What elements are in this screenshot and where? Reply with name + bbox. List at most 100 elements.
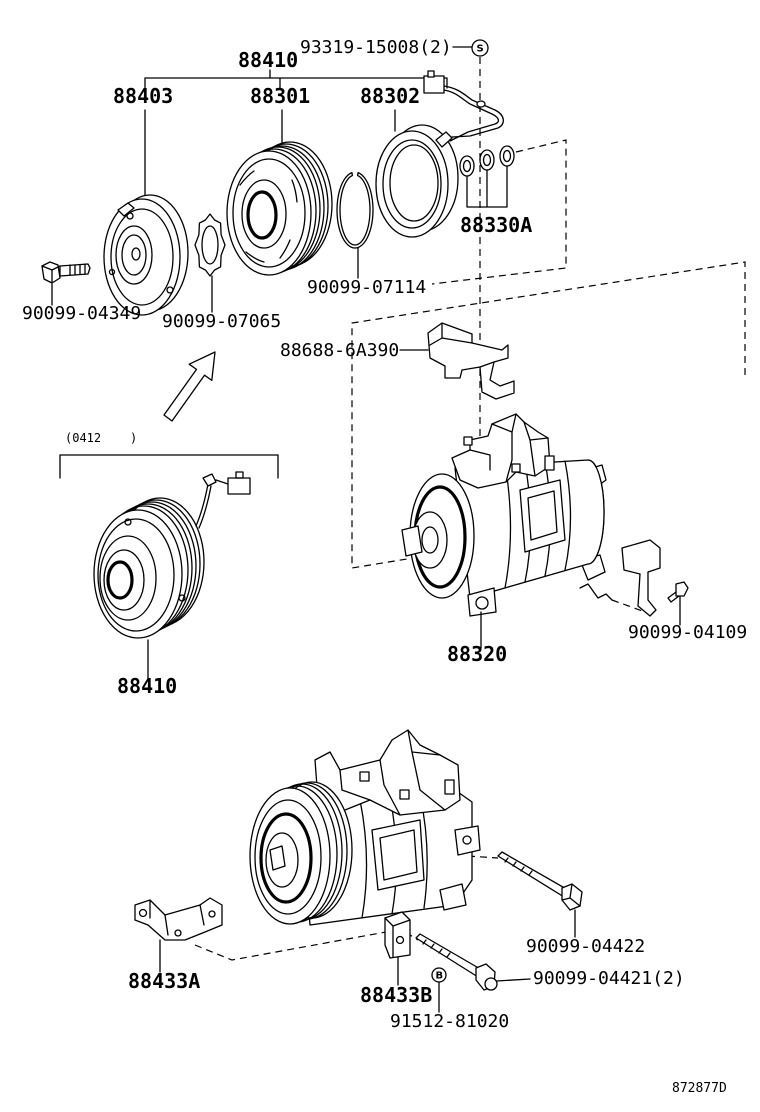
- pulley-assembly-88410: [93, 471, 251, 639]
- leader-lines-middle-part-3: [59, 454, 279, 479]
- alignment-dashed-lines-part-4: [611, 599, 646, 613]
- field-coil-part-3: [389, 144, 439, 222]
- washer-symbol-b: B: [431, 967, 447, 983]
- long-bolt-04422-part-1: [504, 857, 533, 876]
- figure-id: 872877D: [672, 1081, 727, 1096]
- pulley-assembly-88410-part-8: [103, 549, 145, 611]
- label-90099-04421: 90099-04421(2): [533, 968, 685, 989]
- compressor-88320-part-8: [469, 413, 549, 483]
- alignment-dashed-lines-part-3: [194, 931, 387, 961]
- compressor-installed-part-11: [439, 883, 467, 911]
- sensor-screw: [667, 581, 689, 603]
- clutch-hub-plate-part-5: [131, 247, 141, 261]
- bracket-88433B: [384, 911, 411, 959]
- coil-wire-connector: [423, 70, 504, 142]
- bracket-88433A-part-3: [174, 929, 182, 937]
- snap-ring: [336, 171, 374, 249]
- compressor-88320-part-11: [544, 455, 555, 471]
- connector-bracket-part-0: [427, 322, 515, 400]
- screw-symbol-s: S: [471, 39, 489, 57]
- label-90099-04349: 90099-04349: [22, 303, 141, 324]
- compressor-88320-part-16: [421, 526, 439, 554]
- label-88302: 88302: [360, 84, 420, 108]
- compressor-installed-part-8: [444, 779, 455, 795]
- toothed-shim-part-0: [194, 213, 226, 277]
- long-bolt-04422: [497, 851, 583, 911]
- clutch-hub-plate-part-3: [115, 225, 153, 285]
- hub-bolt-part-0: [41, 261, 61, 284]
- coil-wire-connector-part-2: [423, 75, 445, 94]
- pulley-part-9: [239, 170, 298, 263]
- clutch-hub-plate-part-8: [108, 268, 116, 276]
- shim-set-part-3: [482, 153, 492, 167]
- compressor-88320-part-9: [463, 436, 473, 446]
- direction-arrow: [163, 351, 216, 422]
- label-88301: 88301: [250, 84, 310, 108]
- shim-set-part-5: [502, 149, 512, 163]
- label-90099-04109: 90099-04109: [628, 622, 747, 643]
- compressor-installed-part-6: [359, 771, 370, 782]
- bracket-88433A-part-0: [134, 897, 223, 941]
- bracket-88433B-part-0: [384, 911, 411, 959]
- label-88330A: 88330A: [460, 213, 532, 237]
- pulley-assembly-88410-part-13: [202, 473, 217, 487]
- hub-bolt: [41, 261, 91, 284]
- clutch-hub-plate-part-7: [166, 286, 174, 294]
- direction-arrow-part-0: [163, 351, 216, 422]
- hub-bolt-part-1: [41, 265, 61, 284]
- pulley-assembly-88410-part-14: [215, 479, 229, 485]
- clutch-hub-plate-part-9: [117, 202, 135, 217]
- long-bolt-04421: [415, 933, 498, 991]
- compressor-88320-part-18: [475, 596, 489, 610]
- coil-wire-connector-part-1: [443, 89, 500, 142]
- pulley-assembly-88410-part-12: [195, 483, 212, 529]
- compressor-installed-part-10: [462, 835, 472, 845]
- compressor-installed-part-7: [399, 789, 410, 800]
- clutch-hub-plate-part-4: [121, 234, 147, 276]
- compressor-installed-part-17: [254, 799, 322, 915]
- pulley-part-8: [246, 190, 278, 240]
- leader-lines-top-part-8: [466, 165, 508, 208]
- clutch-hub-plate-part-2: [110, 208, 174, 306]
- label-88410-top: 88410: [238, 48, 298, 72]
- compressor-88320-part-6: [527, 490, 558, 541]
- sensor-screw-part-0: [675, 581, 689, 597]
- shim-set: [459, 145, 515, 177]
- sensor-screw-part-1: [667, 591, 680, 603]
- compressor-installed-part-5: [339, 729, 446, 816]
- leader-lines-top: [51, 46, 508, 351]
- pulley-assembly-88410-part-16: [235, 471, 244, 479]
- bracket-88433A: [134, 897, 223, 941]
- shim-set-part-0: [459, 155, 475, 177]
- bracket-88433A-part-2: [138, 908, 148, 918]
- label-90099-04422: 90099-04422: [526, 936, 645, 957]
- shim-set-part-4: [499, 145, 515, 167]
- label-88320: 88320: [447, 642, 507, 666]
- pulley-part-6: [232, 158, 306, 268]
- coil-wire-connector-part-3: [427, 70, 435, 78]
- toothed-shim-part-1: [201, 225, 219, 265]
- sensor-bracket: [579, 539, 661, 617]
- compressor-88320-part-10: [511, 463, 521, 473]
- long-bolt-04421-part-1: [422, 939, 451, 958]
- pulley-assembly-88410-part-5: [93, 509, 183, 639]
- pulley-part-7: [241, 179, 287, 249]
- clutch-hub-plate: [103, 194, 189, 316]
- label-88688-6A390: 88688-6A390: [280, 340, 399, 361]
- pulley-assembly-88410-part-11: [178, 594, 186, 602]
- compressor-installed-part-9: [454, 825, 481, 856]
- compressor-88320: [401, 413, 607, 617]
- label-93319-15008: 93319-15008(2): [300, 37, 452, 58]
- compressor-88320-part-15: [401, 525, 423, 557]
- label-91512-81020: 91512-81020: [390, 1011, 509, 1032]
- bracket-88433B-part-2: [395, 935, 405, 945]
- clutch-hub-plate-part-6: [126, 212, 134, 220]
- sensor-bracket-part-0: [621, 539, 661, 617]
- coil-wire-connector-part-4: [476, 100, 486, 108]
- assembly-bracket-88410: [144, 69, 448, 89]
- screw-symbol-s-part-0: [471, 39, 489, 57]
- pulley-assembly-88410-part-9: [106, 560, 134, 600]
- long-bolt-04422-part-0: [497, 851, 569, 898]
- sensor-bracket-part-1: [579, 583, 613, 601]
